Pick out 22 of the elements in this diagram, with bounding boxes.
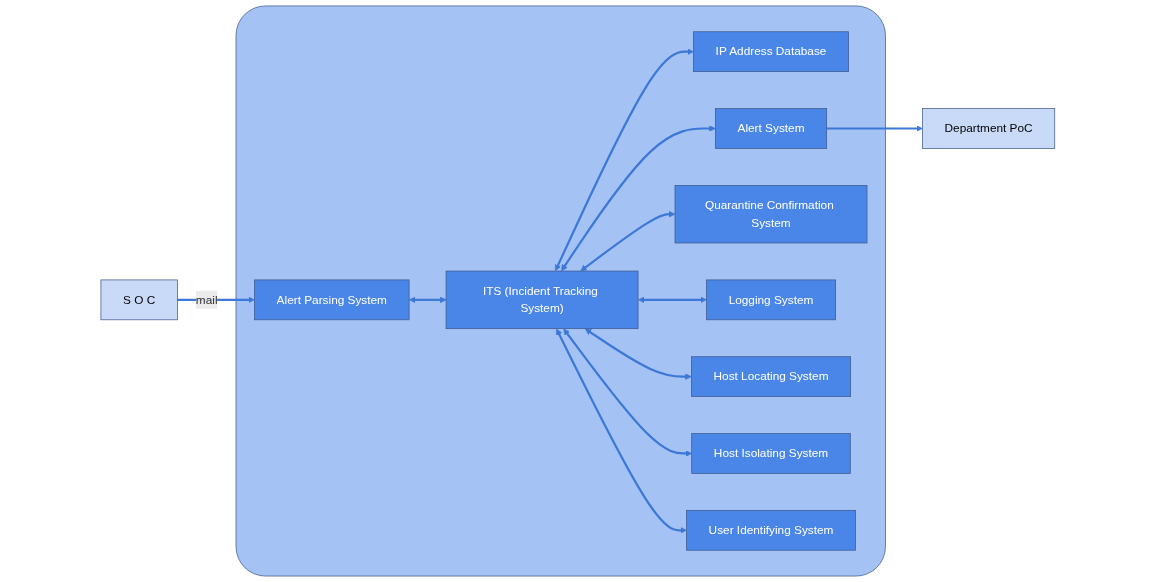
arrow	[563, 328, 692, 457]
arrow	[580, 210, 675, 272]
node-box: Host Locating System	[690, 356, 851, 397]
node-box: Logging System	[705, 279, 836, 321]
node-box: IP Address Database	[692, 31, 849, 72]
node-box: Quarantine Confirmation System	[674, 185, 868, 244]
arrow	[584, 328, 692, 380]
node-box: Department PoC	[921, 108, 1055, 149]
node-box: Alert Parsing System	[253, 279, 410, 321]
node-box: User Identifying System	[685, 509, 856, 551]
arrow	[637, 296, 707, 304]
node-box: Host Isolating System	[691, 433, 851, 474]
arrow	[560, 125, 716, 272]
node-box: Alert System	[714, 108, 827, 149]
edge-label: mail	[195, 293, 218, 306]
cluster	[235, 5, 886, 577]
arrow	[408, 296, 446, 304]
node-box: ITS (Incident Tracking System)	[445, 270, 639, 330]
node-box: S O C	[100, 279, 178, 321]
arrow	[554, 48, 694, 272]
arrow	[555, 328, 687, 534]
arrow	[826, 125, 923, 132]
